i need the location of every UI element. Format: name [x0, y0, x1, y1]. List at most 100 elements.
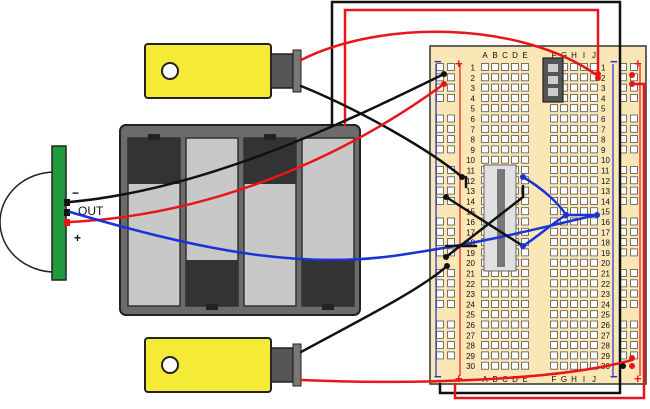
breadboard-hole	[481, 361, 489, 370]
breadboard-hole	[447, 124, 455, 133]
breadboard-hole	[521, 104, 529, 113]
breadboard-hole	[511, 104, 519, 113]
breadboard-hole	[511, 135, 519, 144]
row-number-left: 13	[466, 187, 475, 196]
breadboard-hole	[501, 341, 509, 350]
row-number-right: 19	[601, 249, 610, 258]
breadboard-hole	[491, 330, 499, 339]
breadboard-hole	[436, 145, 444, 154]
breadboard-hole	[570, 320, 578, 329]
breadboard-hole	[447, 227, 455, 236]
breadboard-hole	[521, 299, 529, 308]
column-letter-top: C	[502, 51, 508, 60]
breadboard-hole	[481, 135, 489, 144]
row-number-left: 26	[466, 321, 475, 330]
breadboard-hole	[491, 83, 499, 92]
breadboard-hole	[447, 341, 455, 350]
breadboard-hole	[590, 269, 598, 277]
row-number-left: 19	[466, 249, 475, 258]
row-number-right: 2	[601, 74, 606, 83]
row-number-right: 6	[601, 115, 606, 124]
breadboard-hole	[436, 176, 444, 185]
breadboard-hole	[447, 73, 455, 82]
motor-bottom-gear	[270, 347, 294, 383]
breadboard-hole	[550, 258, 558, 267]
row-number-left: 20	[466, 259, 475, 268]
breadboard-hole	[436, 289, 444, 298]
breadboard-hole	[436, 217, 444, 226]
breadboard-hole	[580, 248, 588, 257]
breadboard-hole	[501, 104, 509, 113]
breadboard-hole	[630, 227, 638, 236]
breadboard-hole	[511, 63, 519, 71]
breadboard-hole	[491, 104, 499, 113]
breadboard-hole	[491, 135, 499, 144]
battery-cell-2-terminal	[186, 260, 238, 306]
column-letter-top: E	[522, 51, 527, 60]
breadboard-hole	[590, 351, 598, 360]
row-number-left: 17	[466, 228, 475, 237]
motor-top-gear	[270, 53, 294, 89]
breadboard-hole	[580, 279, 588, 288]
breadboard-hole	[491, 73, 499, 82]
wire-blue-lower	[521, 213, 568, 248]
breadboard-hole	[447, 145, 455, 154]
row-number-right: 29	[601, 352, 610, 361]
breadboard-hole	[590, 155, 598, 164]
breadboard: 1234567891011121314151617181920212223242…	[429, 45, 647, 386]
breadboard-hole	[550, 114, 558, 123]
column-letter-top: J	[592, 51, 596, 60]
row-number-left: 29	[466, 352, 475, 361]
breadboard-hole	[511, 320, 519, 329]
breadboard-hole	[501, 330, 509, 339]
breadboard-hole	[550, 361, 558, 370]
breadboard-hole	[580, 135, 588, 144]
wire-motor-top-red	[299, 30, 600, 78]
breadboard-hole	[436, 135, 444, 144]
breadboard-hole	[590, 83, 598, 92]
breadboard-hole	[447, 186, 455, 195]
breadboard-hole	[590, 258, 598, 267]
breadboard-hole	[491, 94, 499, 102]
breadboard-hole	[580, 104, 588, 113]
breadboard-hole	[560, 310, 568, 319]
breadboard-hole	[521, 166, 529, 174]
breadboard-hole	[560, 279, 568, 288]
pir-sensor: − OUT +	[0, 145, 104, 281]
breadboard-hole	[560, 361, 568, 370]
breadboard-hole	[501, 320, 509, 329]
breadboard-hole	[590, 63, 598, 71]
motor-bottom	[144, 337, 302, 393]
breadboard-hole	[501, 361, 509, 370]
breadboard-hole	[580, 351, 588, 360]
breadboard-hole	[521, 269, 529, 277]
breadboard-hole	[436, 330, 444, 339]
breadboard-hole	[481, 94, 489, 102]
row-number-left: 4	[471, 94, 476, 103]
breadboard-hole	[491, 145, 499, 154]
breadboard-hole	[550, 104, 558, 113]
breadboard-hole	[570, 269, 578, 277]
breadboard-hole	[550, 341, 558, 350]
breadboard-hole	[570, 155, 578, 164]
breadboard-hole	[570, 351, 578, 360]
breadboard-hole	[491, 310, 499, 319]
row-number-left: 5	[471, 105, 476, 114]
breadboard-hole	[481, 351, 489, 360]
breadboard-hole	[521, 83, 529, 92]
breadboard-hole	[560, 341, 568, 350]
row-number-right: 1	[601, 64, 606, 73]
breadboard-hole	[570, 330, 578, 339]
row-number-left: 21	[466, 270, 475, 279]
row-number-left: 3	[471, 84, 476, 93]
row-number-left: 22	[466, 280, 475, 289]
rail-minus-label-tr: −	[610, 54, 618, 69]
breadboard-hole	[481, 124, 489, 133]
breadboard-hole	[560, 114, 568, 123]
breadboard-hole	[550, 299, 558, 308]
breadboard-hole	[570, 166, 578, 174]
breadboard-hole	[447, 351, 455, 360]
breadboard-hole	[580, 361, 588, 370]
breadboard-hole	[521, 114, 529, 123]
wire-battery-loop-black	[330, 0, 622, 395]
